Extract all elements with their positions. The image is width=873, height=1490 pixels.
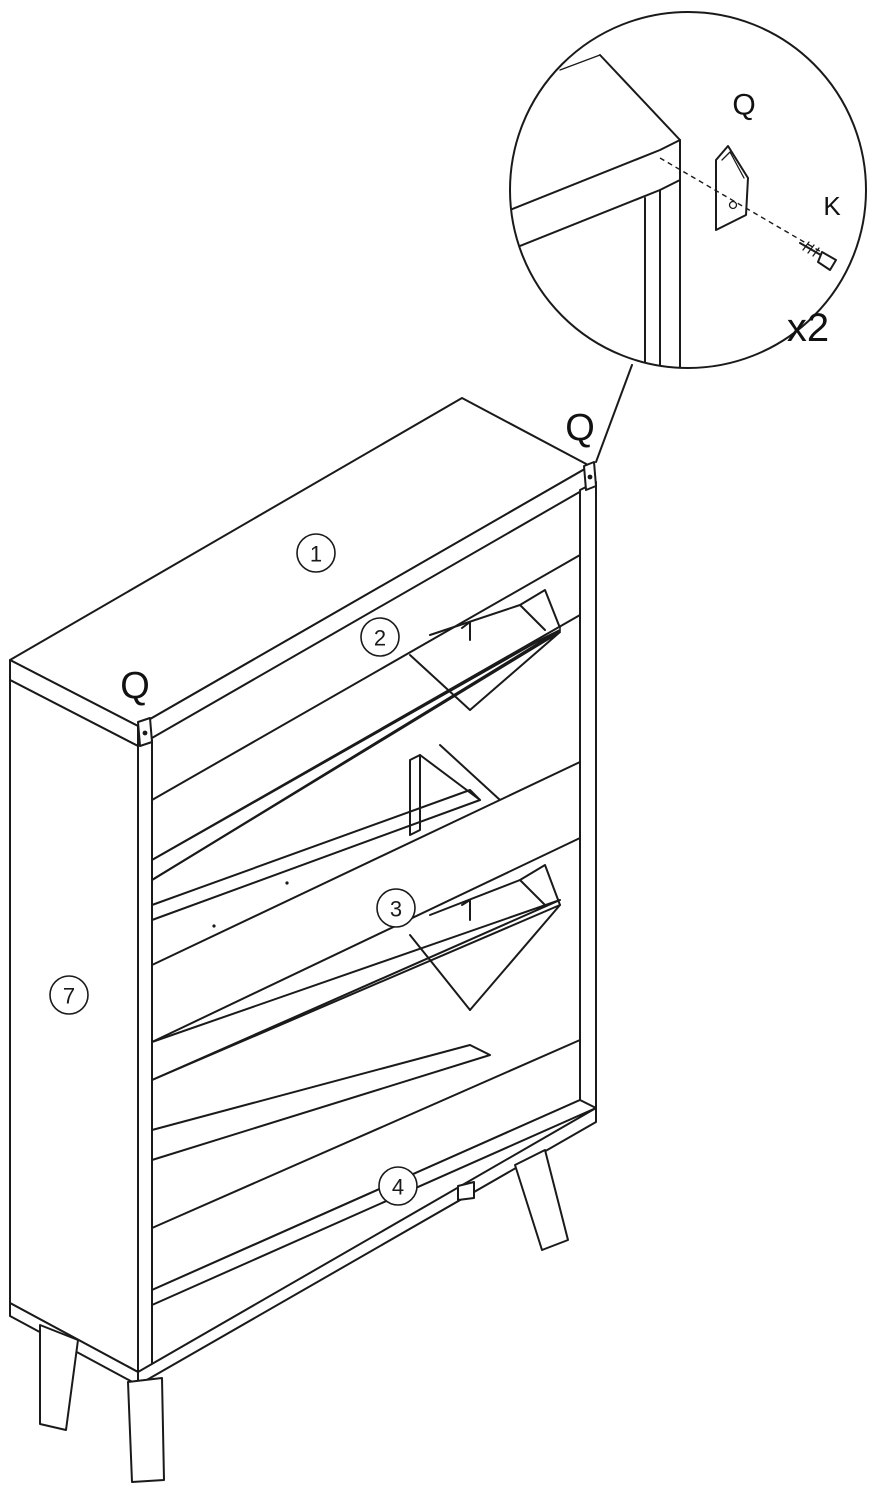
callout-4: 4 [378, 1166, 418, 1206]
bracket-detail [715, 145, 749, 231]
callout-3-text: 3 [390, 897, 402, 922]
quantity-label: x2 [787, 306, 829, 350]
upper-flap [151, 554, 581, 861]
callout-1-text: 1 [310, 542, 322, 567]
lower-flap [151, 761, 581, 1043]
leg-front-left [127, 1377, 165, 1483]
callout-4-text: 4 [392, 1175, 404, 1200]
side-panel [9, 679, 139, 1373]
callout-3: 3 [376, 888, 416, 928]
leg-front-right [514, 1149, 569, 1251]
bracket-label-left: Q [120, 665, 150, 707]
callout-7: 7 [49, 975, 89, 1015]
callout-7-text: 7 [63, 984, 75, 1009]
leg-back-left [39, 1324, 79, 1431]
shoe-cabinet [9, 397, 597, 1483]
leader-line [595, 364, 633, 463]
callout-2: 2 [360, 617, 400, 657]
callout-1: 1 [296, 533, 336, 573]
screw-label: K [823, 191, 841, 221]
screw-detail [799, 241, 837, 271]
detail-zoom: Q K x2 [509, 11, 867, 369]
bracket-label-right: Q [565, 407, 595, 449]
zoom-bracket-label: Q [732, 89, 755, 122]
callout-2-text: 2 [374, 626, 386, 651]
